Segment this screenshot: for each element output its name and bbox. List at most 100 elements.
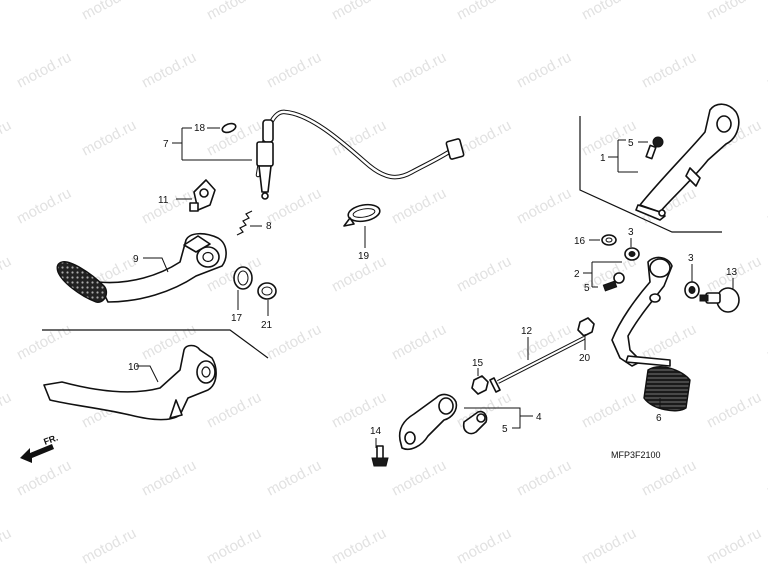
watermark-text: motod.ru: [514, 49, 574, 92]
watermark-text: motod.ru: [514, 185, 574, 228]
callout-3-right: 3: [688, 253, 694, 264]
watermark-text: motod.ru: [0, 525, 14, 568]
callout-6: 6: [656, 413, 662, 424]
watermark-text: motod.ru: [329, 0, 389, 24]
callout-14: 14: [370, 426, 382, 437]
watermark-text: motod.ru: [389, 185, 449, 228]
watermark-text: motod.ru: [764, 49, 768, 92]
watermark-text: motod.ru: [14, 185, 74, 228]
callout-4: 4: [536, 412, 542, 423]
part-18-o-ring: [221, 122, 237, 134]
callout-5-arm: 5: [584, 283, 590, 294]
watermark-text: motod.ru: [204, 117, 264, 160]
watermark-text: motod.ru: [639, 49, 699, 92]
watermark-text: motod.ru: [764, 321, 768, 364]
callout-labels: 7 18 11 8 9 17 21 19 10 1 5 16 3 2 5 3 1…: [128, 123, 738, 460]
watermark-text: motod.ru: [0, 0, 14, 24]
callout-12: 12: [521, 326, 533, 337]
watermark-text: motod.ru: [139, 457, 199, 500]
part-11-clamp: [189, 179, 216, 212]
watermark-text: motod.ru: [389, 49, 449, 92]
callout-8: 8: [266, 221, 272, 232]
part-5-bolt-lower: [462, 410, 488, 435]
callout-7: 7: [163, 139, 169, 150]
callout-11: 11: [158, 195, 169, 206]
watermark-text: motod.ru: [79, 525, 139, 568]
part-5-bolt-arm: [602, 272, 625, 292]
leader-lines: [136, 127, 734, 448]
part-8-spring: [236, 210, 253, 236]
watermark-text: motod.ru: [329, 525, 389, 568]
part-19-clamp-band: [343, 203, 381, 227]
watermark-text: motod.ru: [704, 525, 764, 568]
part-10-brake-pedal: [43, 344, 217, 421]
watermark-text: motod.ru: [704, 389, 764, 432]
watermark-text: motod.ru: [514, 457, 574, 500]
part-9-footpeg-bracket: [56, 232, 227, 303]
watermark-text: motod.ru: [579, 525, 639, 568]
watermark-text: motod.ru: [264, 321, 324, 364]
watermark-text: motod.ru: [204, 0, 264, 24]
callout-21: 21: [261, 320, 273, 331]
watermark-text: motod.ru: [264, 457, 324, 500]
watermark-text: motod.ru: [14, 49, 74, 92]
watermark-text: motod.ru: [204, 389, 264, 432]
callout-1: 1: [600, 153, 606, 164]
watermark-text: motod.ru: [0, 389, 14, 432]
watermark-text: motod.ru: [454, 253, 514, 296]
section-divider-right: [579, 116, 722, 233]
watermark-text: motod.ru: [639, 457, 699, 500]
part-21-collar: [257, 282, 277, 300]
callout-18: 18: [194, 123, 206, 134]
part-5-bolt-upper: [645, 136, 664, 160]
callout-2: 2: [574, 269, 580, 280]
part-2-shift-arm: [611, 256, 673, 367]
diagram-code: MFP3F2100: [611, 450, 661, 460]
watermark-text: motod.ru: [389, 457, 449, 500]
callout-3-upper: 3: [628, 227, 634, 238]
part-3-washer-hole: [628, 251, 636, 257]
watermark-text: motod.ru: [454, 525, 514, 568]
watermark-text: motod.ru: [14, 321, 74, 364]
watermark-text: motod.ru: [389, 321, 449, 364]
callout-17: 17: [231, 313, 243, 324]
watermark-text: motod.ru: [579, 0, 639, 24]
watermark-text: motod.ru: [764, 185, 768, 228]
callout-5-lower: 5: [502, 424, 508, 435]
watermark-text: motod.ru: [79, 0, 139, 24]
part-14-bolt: [371, 445, 389, 467]
watermark-text: motod.ru: [14, 457, 74, 500]
callout-20: 20: [579, 353, 591, 364]
part-15-nut: [471, 375, 489, 395]
front-label: FR.: [42, 433, 59, 447]
part-4-link-arm: [398, 393, 458, 451]
part-12-tie-rod: [489, 336, 585, 393]
watermark-text: motod.ru: [0, 117, 14, 160]
watermark-text: motod.ru: [204, 525, 264, 568]
callout-10: 10: [128, 362, 140, 373]
watermark-text: motod.ru: [704, 0, 764, 24]
callout-9: 9: [133, 254, 139, 265]
callout-13: 13: [726, 267, 738, 278]
watermark-text: motod.ru: [139, 49, 199, 92]
watermark-text: motod.ru: [264, 185, 324, 228]
watermark-text: motod.ru: [79, 117, 139, 160]
watermark-text: motod.ru: [0, 253, 14, 296]
callout-16: 16: [574, 236, 586, 247]
callout-5-upper: 5: [628, 138, 634, 149]
callout-19: 19: [358, 251, 370, 262]
part-6-shift-rubber: [643, 366, 691, 412]
watermark-text: motod.ru: [264, 49, 324, 92]
part-7-switch-cable: [255, 109, 465, 200]
part-1-passenger-bracket: [635, 103, 740, 221]
watermark-text: motod.ru: [764, 457, 768, 500]
watermark-text: motod.ru: [579, 389, 639, 432]
section-divider-left: [42, 329, 269, 359]
part-13-pivot-bolt: [699, 287, 740, 313]
callout-15: 15: [472, 358, 484, 369]
part-20-nut: [577, 317, 595, 337]
front-direction-arrow: FR.: [20, 433, 59, 463]
watermark-text: motod.ru: [454, 0, 514, 24]
part-17-seal: [233, 266, 253, 290]
